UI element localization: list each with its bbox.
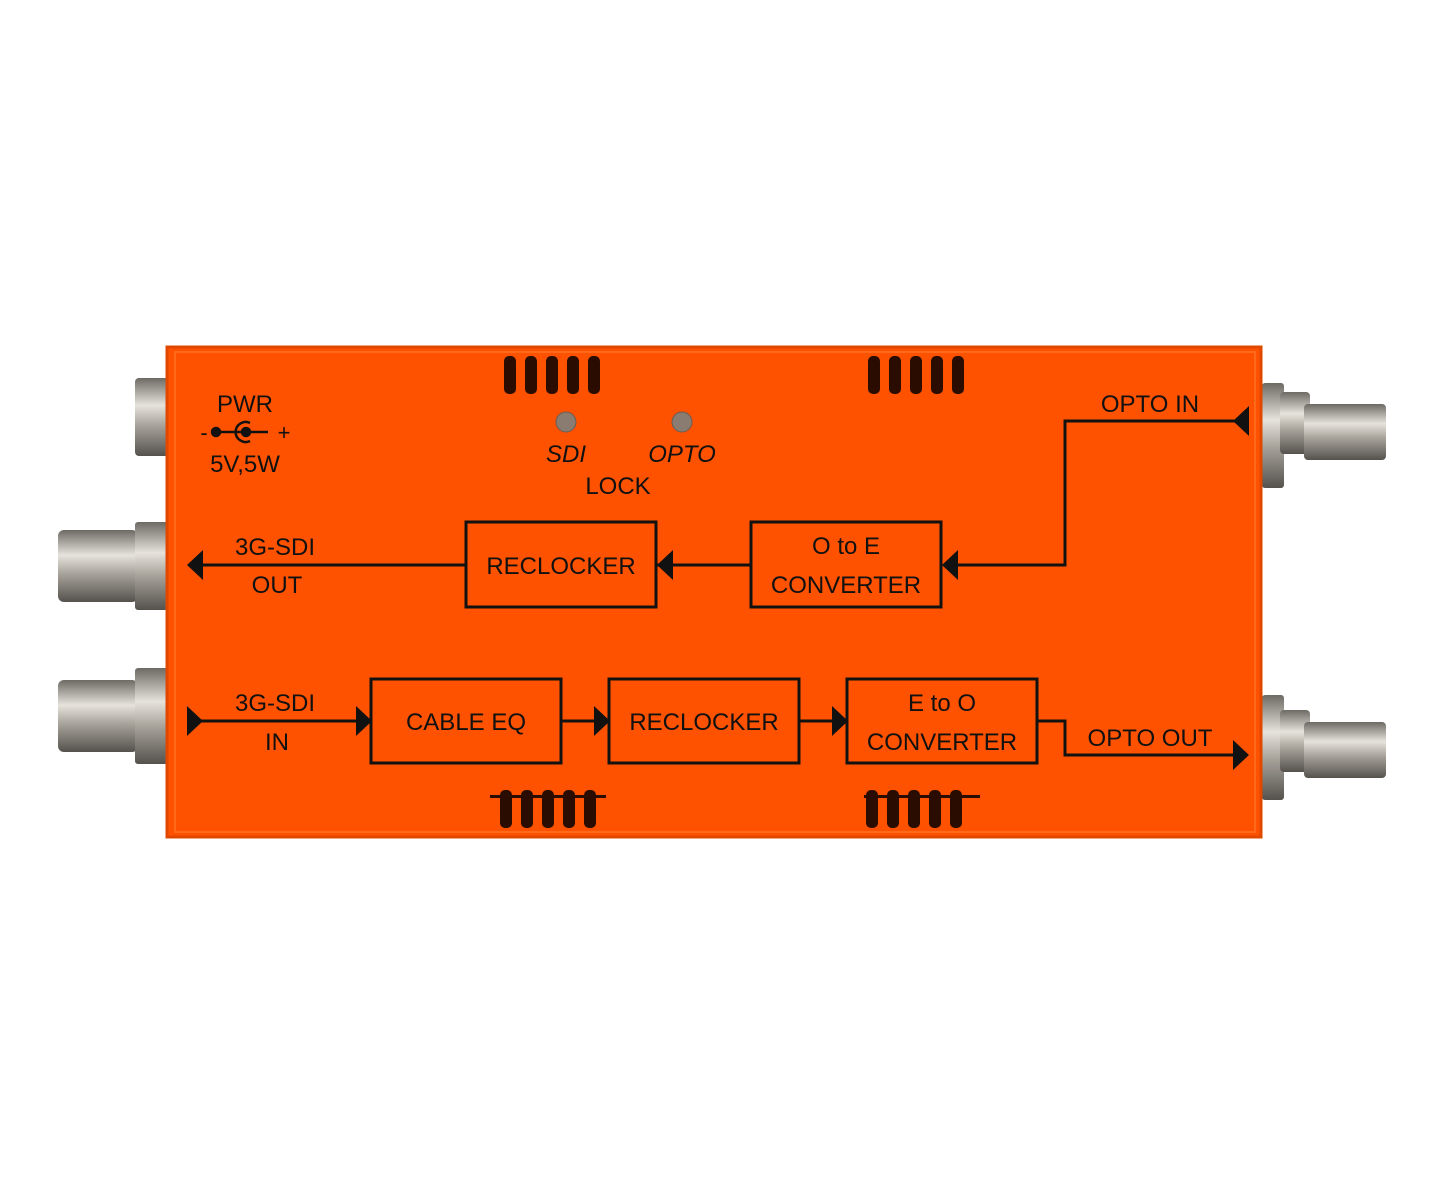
bottom-signal-lines — [200, 719, 1235, 757]
power-jack — [135, 378, 169, 456]
opto-out-label: OPTO OUT — [1088, 725, 1213, 752]
led-sdi-label: SDI — [546, 441, 586, 468]
power-rating: 5V,5W — [210, 451, 280, 478]
reclocker-block-top-label: RECLOCKER — [486, 553, 635, 580]
vent-bottom-right — [864, 790, 980, 828]
o-to-e-label-1: O to E — [812, 533, 880, 560]
vent-top-left — [504, 356, 600, 394]
fiber-connector-opto-out — [1262, 695, 1386, 800]
sdi-out-label: 3G-SDI — [235, 534, 315, 561]
pwr-label: PWR — [217, 391, 273, 418]
cable-eq-block — [369, 677, 563, 765]
sdi-in-label: 3G-SDI — [235, 690, 315, 717]
lock-label: LOCK — [585, 473, 650, 500]
bnc-connector-sdi-in — [58, 668, 169, 764]
dc-jack-polarity-icon: - + — [200, 420, 290, 445]
led-opto-label: OPTO — [648, 441, 716, 468]
opto-in-label: OPTO IN — [1101, 391, 1199, 418]
e-to-o-label-2: CONVERTER — [867, 729, 1017, 756]
o-to-e-label-2: CONVERTER — [771, 572, 921, 599]
bnc-connector-sdi-out — [58, 522, 169, 610]
e-to-o-block — [845, 677, 1039, 765]
o-to-e-block — [749, 520, 943, 609]
vent-top-right — [868, 356, 964, 394]
bottom-arrowheads — [187, 706, 1249, 770]
svg-text:+: + — [278, 420, 291, 445]
fiber-connector-opto-in — [1262, 383, 1386, 488]
e-to-o-label-1: E to O — [908, 690, 976, 717]
top-arrowheads — [187, 406, 1249, 580]
sdi-in-label-2: IN — [265, 729, 289, 756]
svg-text:-: - — [200, 420, 207, 445]
led-sdi-lock — [555, 411, 577, 433]
reclocker-block-bottom-label: RECLOCKER — [629, 709, 778, 736]
reclocker-block-top — [464, 520, 658, 609]
sdi-out-label-2: OUT — [252, 572, 303, 599]
reclocker-block-bottom — [607, 677, 801, 765]
led-opto-lock — [671, 411, 693, 433]
cable-eq-label: CABLE EQ — [406, 709, 526, 736]
vent-bottom-left — [490, 790, 606, 828]
